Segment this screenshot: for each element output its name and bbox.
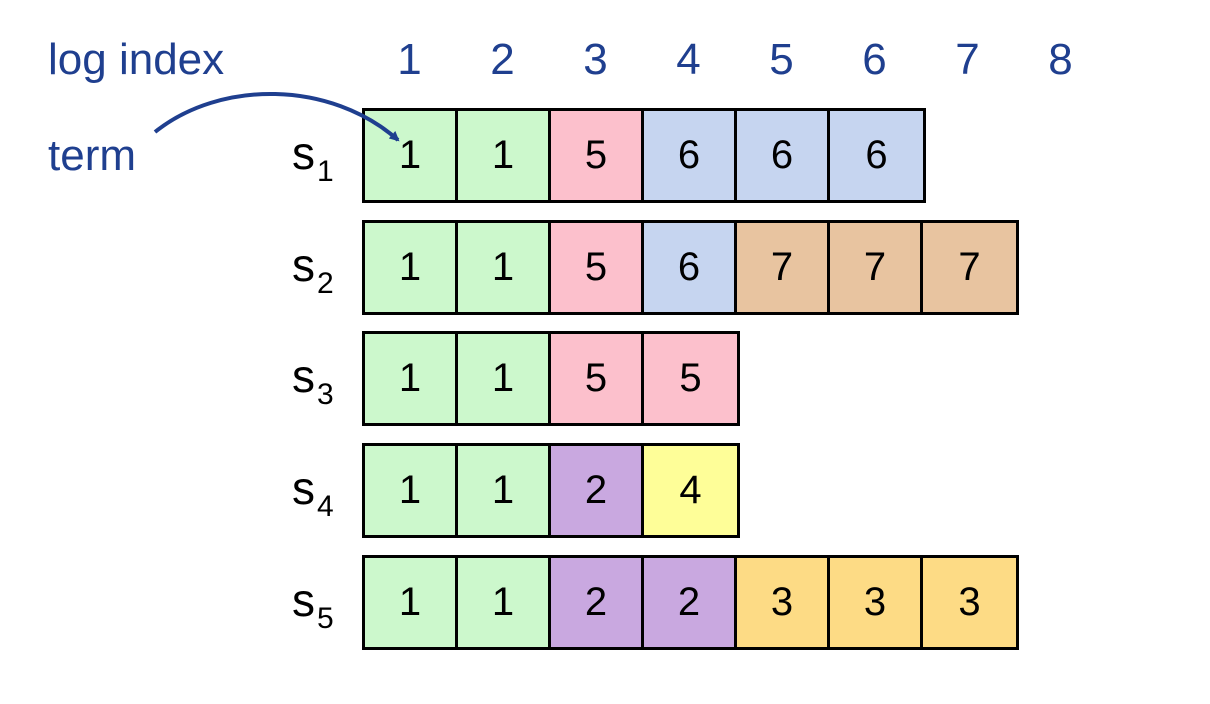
log-entry-cell: 1 — [365, 558, 458, 647]
log-entry-cell: 1 — [365, 223, 458, 312]
log-entry-cell: 5 — [551, 223, 644, 312]
log-entry-cell: 7 — [830, 223, 923, 312]
log-index-3: 3 — [583, 35, 608, 84]
server-label: s1 — [292, 130, 334, 187]
log-entry-cell: 6 — [644, 223, 737, 312]
log-index-4: 4 — [676, 35, 701, 84]
log-entry-cell: 2 — [644, 558, 737, 647]
server-name: s — [292, 127, 315, 179]
log-entry-cell: 1 — [458, 111, 551, 200]
log-entry-cell: 1 — [365, 446, 458, 535]
log-entry-cell: 6 — [830, 111, 923, 200]
log-entry-cell: 2 — [551, 446, 644, 535]
log-index-7: 7 — [955, 35, 980, 84]
log-index-label: log index — [48, 35, 225, 84]
log-entry-cell: 5 — [551, 111, 644, 200]
log-index-1: 1 — [397, 35, 422, 84]
log-entry-cell: 1 — [365, 111, 458, 200]
log-entry-cell: 2 — [551, 558, 644, 647]
server-number: 2 — [317, 267, 334, 300]
server-name: s — [292, 350, 315, 402]
server-number: 5 — [317, 602, 334, 635]
server-label: s5 — [292, 577, 334, 634]
log-index-8: 8 — [1048, 35, 1073, 84]
log-entry-cell: 3 — [830, 558, 923, 647]
log-entry-cell: 1 — [458, 558, 551, 647]
log-index-6: 6 — [862, 35, 887, 84]
server-name: s — [292, 239, 315, 291]
log-entry-cell: 1 — [365, 334, 458, 423]
log-entry-cell: 4 — [644, 446, 737, 535]
log-entry-cell: 1 — [458, 334, 551, 423]
log-entry-cell: 6 — [737, 111, 830, 200]
server-name: s — [292, 462, 315, 514]
log-entry-cell: 5 — [644, 334, 737, 423]
log-entry-cell: 6 — [644, 111, 737, 200]
log-index-5: 5 — [769, 35, 794, 84]
log-index-2: 2 — [490, 35, 515, 84]
log-entry-cell: 1 — [458, 446, 551, 535]
server-name: s — [292, 574, 315, 626]
log-entry-cell: 7 — [923, 223, 1016, 312]
log-entry-cell: 3 — [737, 558, 830, 647]
log-entry-cell: 1 — [458, 223, 551, 312]
log-entry-cell: 3 — [923, 558, 1016, 647]
server-number: 3 — [317, 378, 334, 411]
server-number: 4 — [317, 490, 334, 523]
server-number: 1 — [317, 155, 334, 188]
server-label: s4 — [292, 465, 334, 522]
term-label: term — [48, 131, 136, 180]
log-entry-cell: 7 — [737, 223, 830, 312]
server-label: s2 — [292, 242, 334, 299]
server-label: s3 — [292, 353, 334, 410]
log-entry-cell: 5 — [551, 334, 644, 423]
